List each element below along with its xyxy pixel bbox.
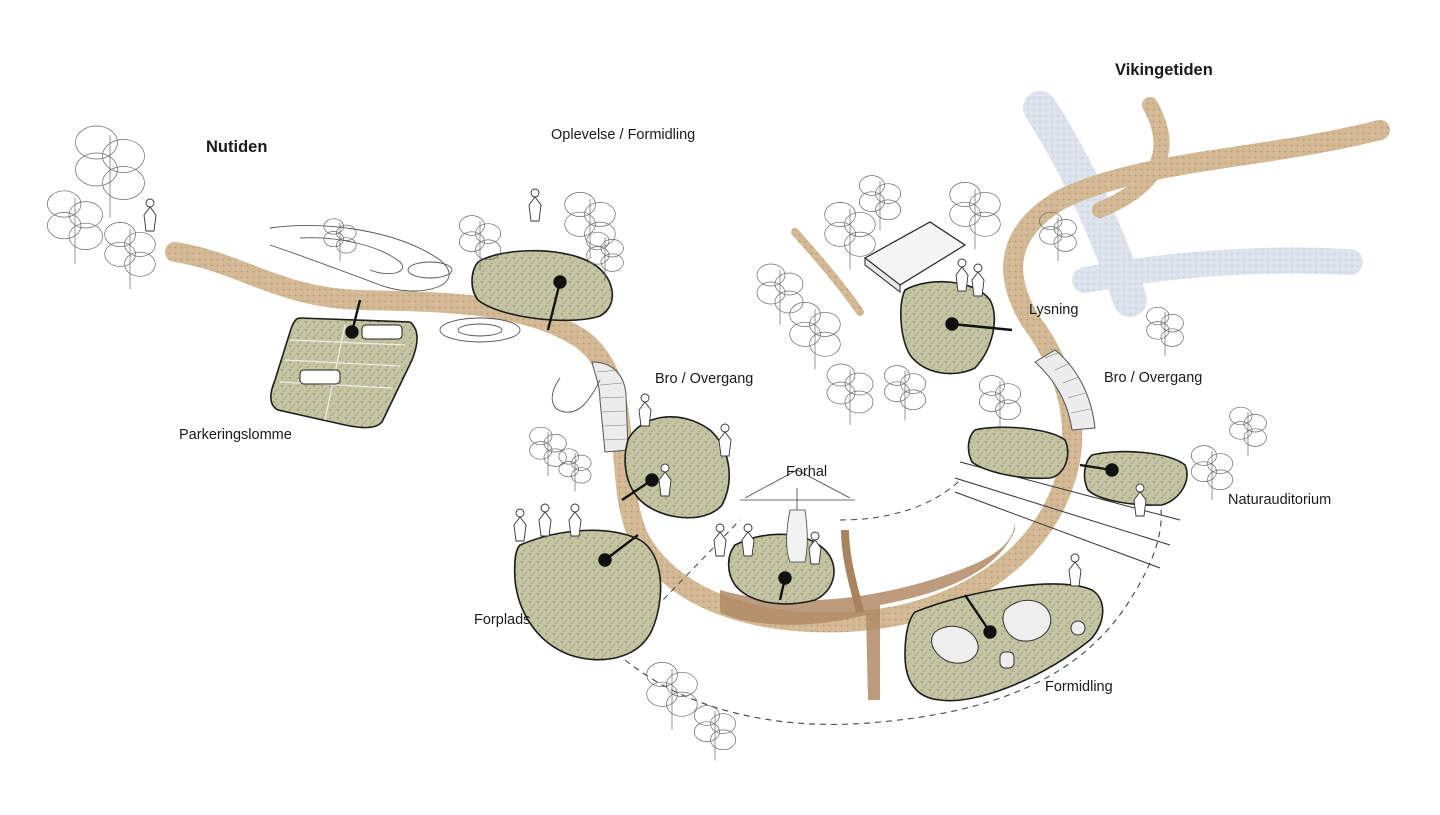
patch-parkering — [270, 317, 418, 429]
person-icon — [808, 531, 822, 565]
person-icon — [1068, 553, 1082, 587]
person-icon — [638, 393, 652, 427]
person-icon — [955, 258, 969, 292]
tree-icon — [646, 662, 698, 730]
patch-audi-top — [967, 426, 1069, 480]
tree-icon — [826, 363, 874, 425]
tree-icon — [1229, 406, 1267, 456]
tree-icon — [978, 375, 1022, 431]
tree-icon — [1039, 211, 1077, 261]
person-icon — [538, 503, 552, 537]
tree-icon — [756, 263, 804, 325]
person-icon — [528, 188, 542, 222]
bridge-west — [591, 361, 629, 453]
tree-icon — [824, 202, 876, 270]
house-icon — [863, 221, 967, 294]
wooden-trench — [720, 520, 1015, 700]
tree-icon — [1190, 445, 1234, 501]
person-icon — [658, 463, 672, 497]
tree-icon — [693, 705, 737, 761]
pavilion-icon — [740, 469, 855, 563]
label-forhal: Forhal — [786, 464, 828, 480]
tree-icon — [75, 125, 145, 218]
tree-icon — [458, 215, 502, 271]
label-bro-west: Bro / Overgang — [655, 371, 754, 387]
tree-icon — [323, 218, 357, 262]
label-naturauditorium: Naturauditorium — [1228, 492, 1332, 508]
tree-icon — [858, 175, 902, 231]
label-lysning: Lysning — [1029, 302, 1079, 318]
tree-icon — [558, 448, 592, 492]
tree-icon — [47, 190, 103, 264]
tree-icon — [949, 182, 1001, 250]
tree-icon — [883, 365, 927, 421]
person-icon — [741, 523, 755, 557]
label-forplads: Forplads — [474, 612, 531, 628]
person-icon — [568, 503, 582, 537]
label-present-era: Nutiden — [206, 138, 268, 156]
tree-icon — [104, 222, 156, 290]
person-icon — [1133, 483, 1147, 517]
label-bro-east: Bro / Overgang — [1104, 370, 1203, 386]
callout-markers — [345, 275, 1119, 639]
label-viking-era: Vikingetiden — [1115, 61, 1213, 79]
patch-oplevelse — [471, 249, 614, 322]
patch-forplads — [513, 529, 662, 661]
tree-icon — [586, 231, 624, 281]
person-icon — [713, 523, 727, 557]
person-icon — [971, 263, 985, 297]
person-icon — [513, 508, 527, 542]
trees — [47, 125, 1267, 761]
label-oplevelse: Oplevelse / Formidling — [551, 127, 696, 143]
formidling-sculptures — [931, 599, 1086, 669]
tree-icon — [789, 302, 841, 370]
car-icon — [299, 324, 403, 385]
label-parkering: Parkeringslomme — [179, 427, 292, 443]
person-icon — [143, 198, 157, 232]
contour-lines — [269, 225, 601, 413]
river — [1023, 91, 1363, 317]
tree-icon — [1146, 306, 1184, 356]
people — [143, 188, 1147, 587]
patch-formidling — [904, 583, 1104, 702]
patch-bro — [624, 416, 730, 519]
person-icon — [718, 423, 732, 457]
bridge-east — [1034, 349, 1096, 431]
label-formidling: Formidling — [1045, 679, 1113, 695]
grass-patches — [270, 249, 1188, 702]
outer-boundary — [624, 499, 1162, 725]
tree-icon — [529, 426, 567, 476]
